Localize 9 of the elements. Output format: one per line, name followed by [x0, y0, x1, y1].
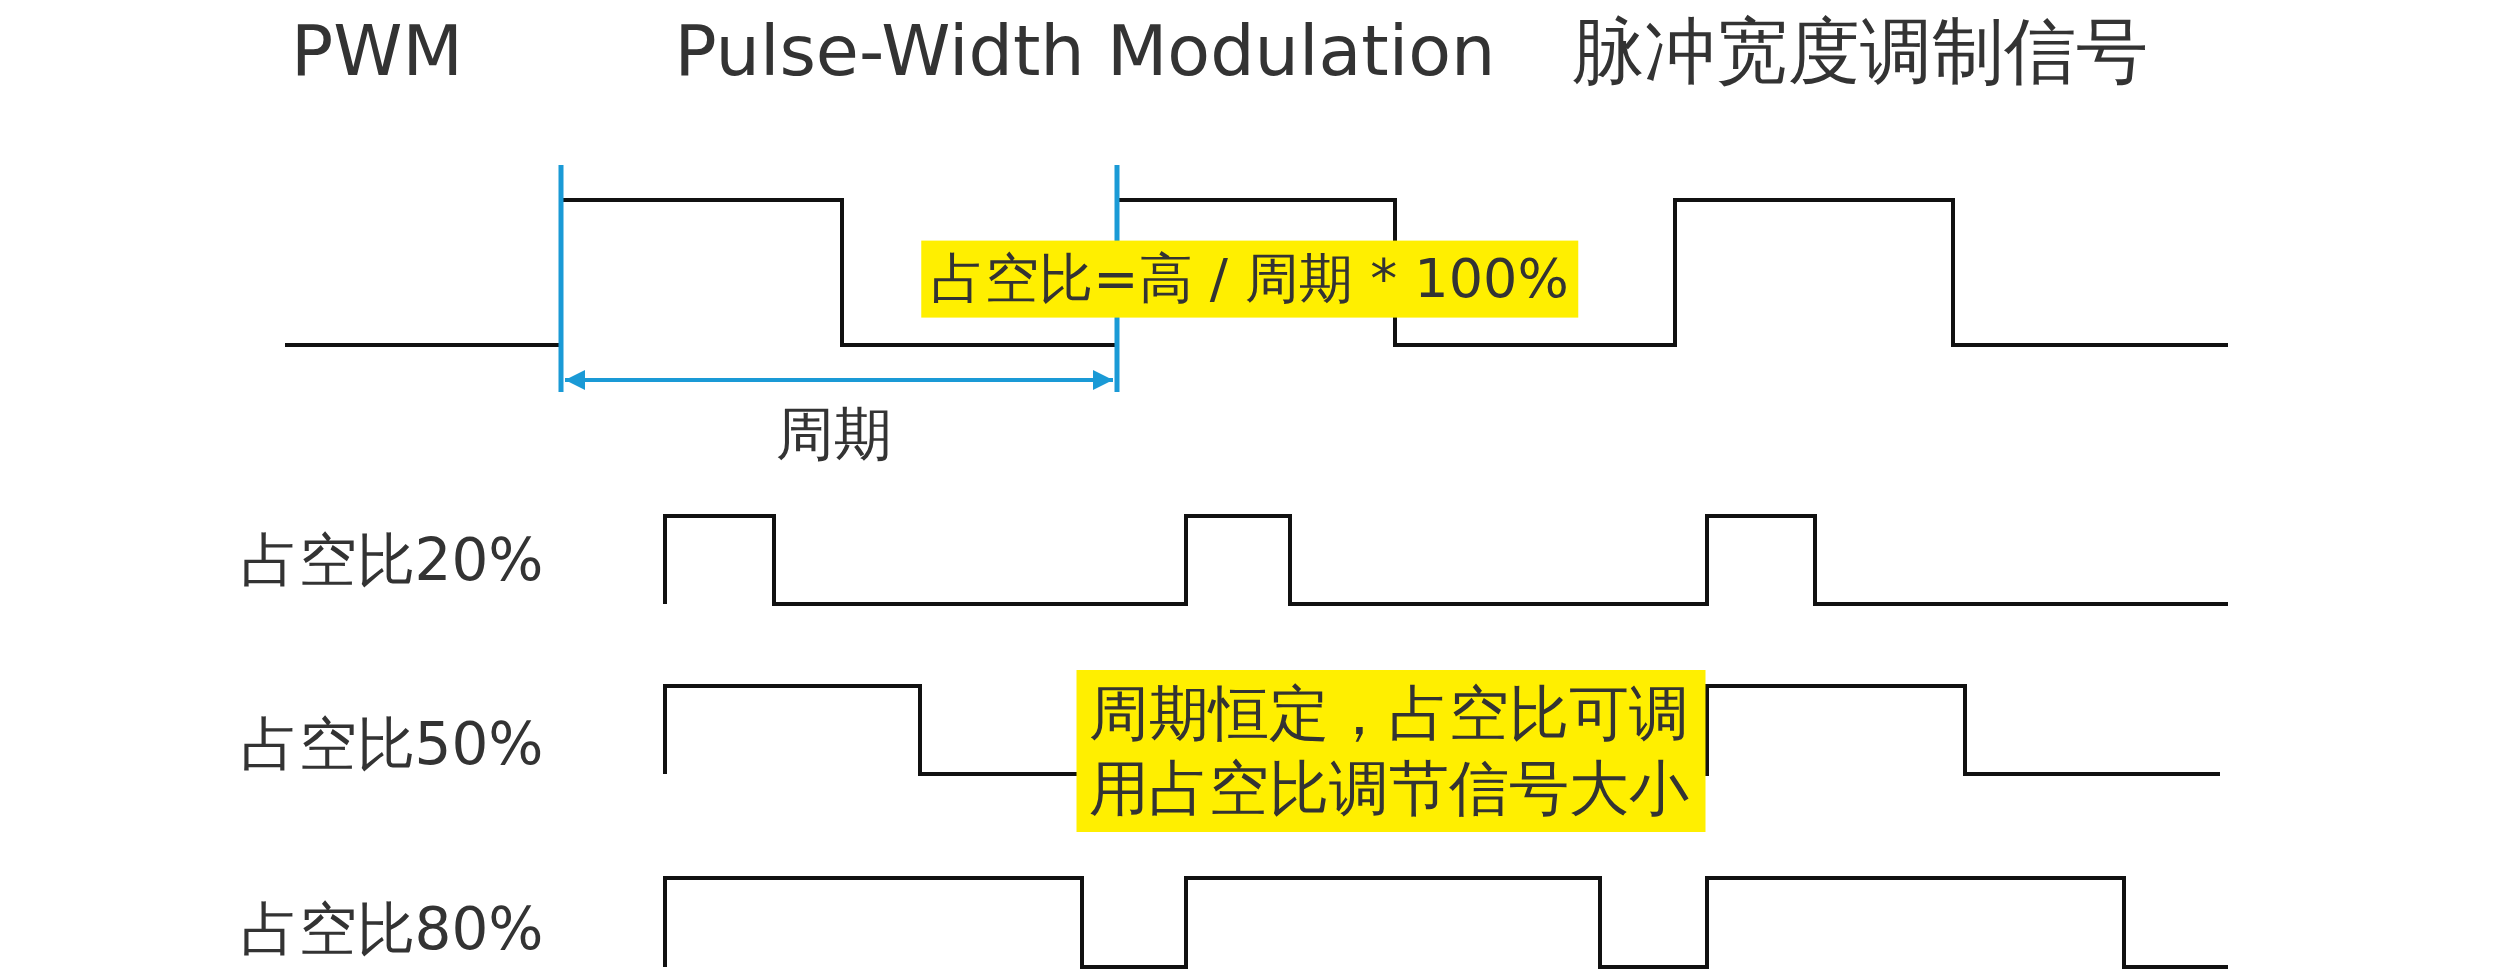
period-label: 周期 — [776, 400, 892, 470]
note-box: 周期恒定，占空比可调用占空比调节信号大小 — [1076, 670, 1706, 832]
row-label: 占空比20% — [240, 526, 544, 596]
row-label: 占空比50% — [240, 710, 544, 780]
title-text: 脉冲宽度调制信号 — [1572, 7, 2148, 95]
formula-note: 占空比=高 / 周期 * 100% — [921, 240, 1579, 318]
title-text: Pulse-Width Modulation — [674, 9, 1496, 93]
row-label: 占空比80% — [240, 895, 544, 965]
title-text: PWM — [291, 9, 463, 93]
